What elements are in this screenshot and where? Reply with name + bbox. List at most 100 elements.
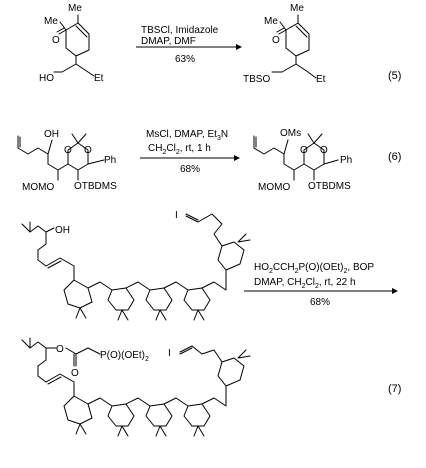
dioxane-ring <box>145 287 173 311</box>
bond <box>283 139 289 155</box>
label-ring-oxygen: O <box>64 145 72 156</box>
bond <box>87 397 113 407</box>
label-ethyl: Et <box>316 74 326 85</box>
bond <box>56 27 67 35</box>
bond <box>125 397 151 407</box>
solvent-text: CH2Cl2, rt, 1 h <box>148 143 211 156</box>
label-ring-oxygen: O <box>320 145 328 156</box>
dioxane-ring <box>63 395 93 425</box>
label-methyl: Me <box>290 3 304 14</box>
label-carbonyl-oxygen: O <box>52 35 60 46</box>
bond <box>193 309 205 321</box>
equation-number: (7) <box>388 383 401 395</box>
reaction-5: Me Me O HO Et TBSCl, Imidazole DMAP, DMF… <box>39 3 401 85</box>
label-phosphonate: P(O)(OEt)2 <box>100 350 149 363</box>
bond <box>65 29 77 57</box>
reagents-text: TBSCl, Imidazole <box>141 25 219 36</box>
bond <box>45 373 75 385</box>
reaction-7-conditions: HO2CCH2P(O)(OEt)2, BOP DMAP, CH2Cl2, rt,… <box>244 262 398 308</box>
bond <box>303 142 325 171</box>
bond <box>21 223 47 245</box>
yield-text: 68% <box>310 297 330 308</box>
bond <box>237 233 251 243</box>
bond <box>185 213 199 221</box>
bond <box>75 33 90 57</box>
label-methyl: Me <box>68 3 82 14</box>
bond <box>71 133 87 144</box>
bond <box>155 425 167 437</box>
bond <box>37 359 47 383</box>
bond <box>75 22 90 38</box>
reaction-7-starting-material: OH I <box>21 210 251 321</box>
equation-number: (6) <box>388 151 401 163</box>
bond <box>155 309 167 321</box>
bond <box>73 353 77 367</box>
label-iodine: I <box>168 348 171 359</box>
label-methyl: Me <box>44 16 58 27</box>
bond <box>75 63 95 77</box>
bond <box>117 309 129 321</box>
bond <box>65 347 101 355</box>
bond <box>283 163 315 181</box>
bond <box>295 22 310 38</box>
label-phenyl: Ph <box>104 155 116 166</box>
label-hydroxyl: OH <box>44 129 59 140</box>
bond <box>276 27 287 35</box>
reagents-text: DMAP, DMF <box>141 36 196 47</box>
bond <box>253 135 285 165</box>
bond <box>163 281 189 291</box>
label-silyl-ether: TBSO <box>243 74 270 85</box>
yield-text: 63% <box>175 54 195 65</box>
bond <box>45 257 75 269</box>
label-hydroxyl: OH <box>55 225 70 236</box>
bond <box>307 133 323 144</box>
equation-number: (5) <box>388 70 401 82</box>
bond <box>75 423 87 435</box>
reagents-text: MsCl, DMAP, Et3N <box>146 129 228 142</box>
dioxane-ring <box>183 287 211 311</box>
label-mom-ether: MOMO <box>22 182 54 193</box>
reaction-6-product: OMs O O Ph MOMO OTBDMS <box>253 128 352 193</box>
reaction-7-product: O O P(O)(OEt)2 I <box>21 337 251 437</box>
arrow-head <box>392 288 398 294</box>
label-hydroxyl: HO <box>39 73 54 84</box>
bond <box>37 243 47 267</box>
arrow-head <box>236 44 242 50</box>
bond <box>295 33 310 57</box>
bond <box>271 55 297 73</box>
bond <box>45 227 55 233</box>
bond <box>59 21 67 31</box>
bond <box>179 345 223 363</box>
label-phenyl: Ph <box>340 155 352 166</box>
label-ring-oxygen: O <box>300 145 308 156</box>
reaction-5-product: Me Me O TBSO Et <box>243 3 326 85</box>
bond <box>65 14 79 31</box>
bond <box>201 269 227 291</box>
bond <box>87 281 113 291</box>
bond <box>179 347 193 355</box>
label-ester-oxygen: O <box>56 344 64 355</box>
bond <box>117 425 129 437</box>
bond <box>75 307 87 319</box>
reaction-6: OH O O Ph MOMO OTBDMS MsCl, DMAP, Et3N C… <box>17 128 401 193</box>
label-silyl-ether: OTBDMS <box>308 181 351 192</box>
bond <box>87 159 105 165</box>
bond <box>285 29 297 57</box>
label-methyl: Me <box>264 16 278 27</box>
bond <box>67 142 89 171</box>
dioxane-ring <box>217 357 245 387</box>
bond <box>53 55 77 73</box>
bond <box>295 63 317 79</box>
bond <box>285 14 299 31</box>
bond <box>47 163 79 181</box>
dioxane-ring <box>183 403 211 427</box>
bond <box>279 21 287 31</box>
arrow-head <box>234 155 240 161</box>
bond <box>47 139 53 155</box>
label-carbonyl-oxygen: O <box>272 35 280 46</box>
reagents-text: HO2CCH2P(O)(OEt)2, BOP <box>254 262 374 275</box>
bond <box>201 385 227 407</box>
dioxane-ring <box>107 403 135 427</box>
dioxane-ring <box>145 403 173 427</box>
